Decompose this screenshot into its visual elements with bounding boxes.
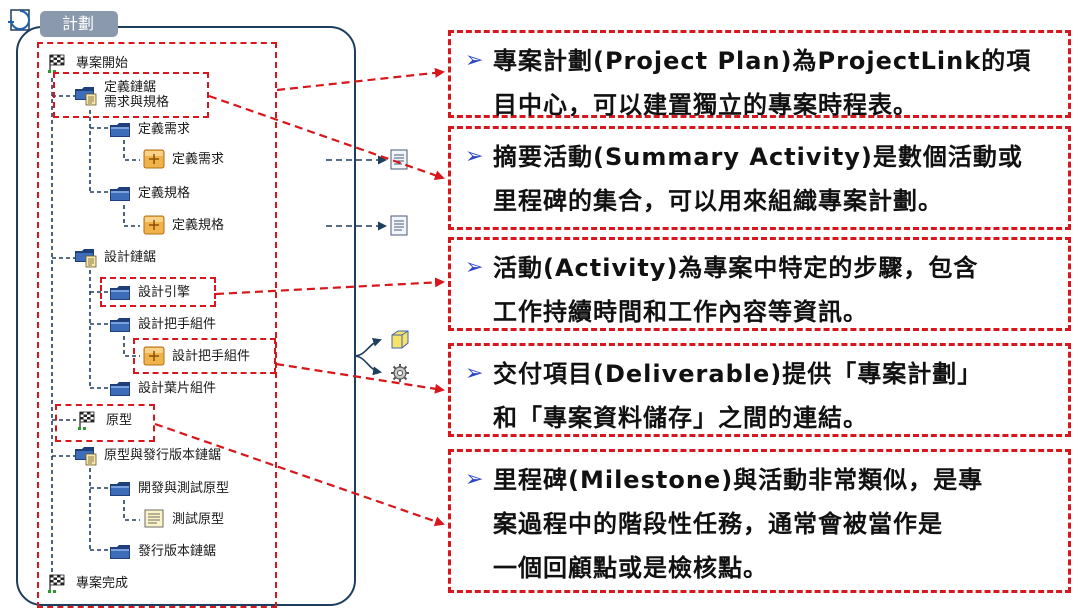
tree-node-project-done[interactable]: 專案完成 xyxy=(46,572,128,594)
tree-node-project-start[interactable]: 專案開始 xyxy=(46,52,128,74)
callout-text: 里程碑(Milestone)與活動非常類似，是專 案過程中的階段性任務，通常會被… xyxy=(493,466,984,582)
bullet-arrow-icon: ➢ xyxy=(465,361,484,386)
tree-node-design-engine[interactable]: 設計引擎 xyxy=(108,281,190,303)
node-label: 原型與發行版本鏈鋸 xyxy=(104,447,222,463)
plan-tab[interactable]: 計劃 xyxy=(40,11,118,37)
bullet-arrow-icon: ➢ xyxy=(465,144,484,169)
summary-highlight-box xyxy=(53,72,209,118)
node-label: 設計鏈鋸 xyxy=(104,249,157,265)
tree-node-design-handle-group[interactable]: 設計把手組件 xyxy=(108,313,216,335)
bullet-arrow-icon: ➢ xyxy=(465,255,484,280)
tree-node-dev-test-proto[interactable]: 開發與測試原型 xyxy=(108,477,229,499)
tree-node-define-spec-group[interactable]: 定義規格 xyxy=(108,182,190,204)
plan-tree-panel xyxy=(16,26,356,606)
callout-milestone: ➢ 里程碑(Milestone)與活動非常類似，是專 案過程中的階段性任務，通常… xyxy=(448,449,1071,593)
node-label-line1: 定義鏈鋸 xyxy=(104,80,157,95)
node-label: 設計把手組件 xyxy=(138,316,217,332)
node-label: 開發與測試原型 xyxy=(138,480,230,496)
activity-highlight-box xyxy=(100,277,216,307)
tree-node-release[interactable]: 發行版本鏈鋸 xyxy=(108,540,216,562)
tree-node-proto-release[interactable]: 原型與發行版本鏈鋸 xyxy=(74,444,221,466)
node-label: 原型 xyxy=(106,412,133,428)
plan-highlight-box xyxy=(37,42,277,608)
node-label: 定義規格 xyxy=(172,217,225,233)
bullet-arrow-icon: ➢ xyxy=(465,48,484,73)
callout-text: 活動(Activity)為專案中特定的步驟，包含 工作持續時間和工作內容等資訊。 xyxy=(493,254,979,326)
deliverable-highlight-box xyxy=(133,338,276,374)
callout-activity: ➢ 活動(Activity)為專案中特定的步驟，包含 工作持續時間和工作內容等資… xyxy=(448,237,1071,331)
tree-node-design-blade[interactable]: 設計葉片組件 xyxy=(108,377,216,399)
node-label: 設計葉片組件 xyxy=(138,380,217,396)
tree-node-define-requirements-group[interactable]: 定義需求 xyxy=(108,118,190,140)
node-label-line2: 需求與規格 xyxy=(104,95,170,110)
plan-folder-icon xyxy=(8,9,30,31)
callout-summary-activity: ➢ 摘要活動(Summary Activity)是數個活動或 里程碑的集合，可以… xyxy=(448,126,1071,230)
node-label: 發行版本鏈鋸 xyxy=(138,543,217,559)
tree-node-test-proto[interactable]: 測試原型 xyxy=(142,508,224,530)
callout-text: 交付項目(Deliverable)提供「專案計劃」 和「專案資料儲存」之間的連結… xyxy=(493,360,983,432)
node-label: 設計把手組件 xyxy=(172,348,251,364)
tree-node-design-chainsaw[interactable]: 設計鏈鋸 xyxy=(74,246,156,268)
bullet-arrow-icon: ➢ xyxy=(465,467,484,492)
node-label: 專案完成 xyxy=(76,575,129,591)
callout-project-plan: ➢ 專案計劃(Project Plan)為ProjectLink的項 目中心，可… xyxy=(448,30,1071,119)
callout-text: 摘要活動(Summary Activity)是數個活動或 里程碑的集合，可以用來… xyxy=(493,143,1023,215)
node-label: 測試原型 xyxy=(172,511,225,527)
node-label: 定義需求 xyxy=(138,121,191,137)
tree-node-prototype[interactable]: 原型 xyxy=(76,409,132,431)
tree-node-summary-define[interactable]: 定義鏈鋸 需求與規格 xyxy=(74,80,169,110)
tree-node-define-requirements-task[interactable]: 定義需求 xyxy=(142,148,224,170)
tree-node-design-handle-task[interactable]: 設計把手組件 xyxy=(142,345,250,367)
callout-text: 專案計劃(Project Plan)為ProjectLink的項 目中心，可以建… xyxy=(493,47,1032,119)
milestone-highlight-box xyxy=(55,404,155,442)
node-label: 定義規格 xyxy=(138,185,191,201)
callout-deliverable: ➢ 交付項目(Deliverable)提供「專案計劃」 和「專案資料儲存」之間的… xyxy=(448,343,1071,437)
node-label: 定義需求 xyxy=(172,151,225,167)
node-label: 設計引擎 xyxy=(138,284,191,300)
node-label: 專案開始 xyxy=(76,55,129,71)
tree-node-define-spec-task[interactable]: 定義規格 xyxy=(142,214,224,236)
